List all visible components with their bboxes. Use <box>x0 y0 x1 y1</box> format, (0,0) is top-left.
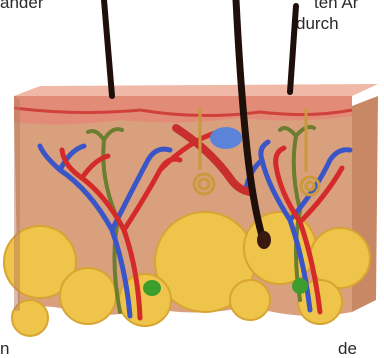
hair-shaft-right <box>290 6 296 92</box>
epidermis-layer <box>14 96 352 125</box>
sebaceous-gland <box>210 127 242 149</box>
epidermis-top-surface <box>14 84 378 96</box>
hair-bulb <box>257 231 271 249</box>
nerve-ending <box>143 280 161 296</box>
block-edge-shade <box>14 96 20 311</box>
hair-shaft-left <box>104 0 112 96</box>
nerve-ending <box>292 278 308 294</box>
